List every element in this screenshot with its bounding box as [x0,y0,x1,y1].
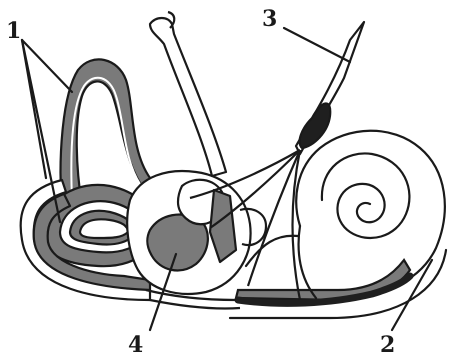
cochlea [230,131,446,318]
vestibule [127,171,266,294]
label-semicircular-canals: 1 [6,18,21,44]
label-cochlea: 2 [380,332,395,358]
label-vestibule: 4 [128,332,143,358]
endolymphatic-duct [150,12,226,176]
label-nerve: 3 [262,6,277,32]
leader-line-3 [284,28,350,62]
